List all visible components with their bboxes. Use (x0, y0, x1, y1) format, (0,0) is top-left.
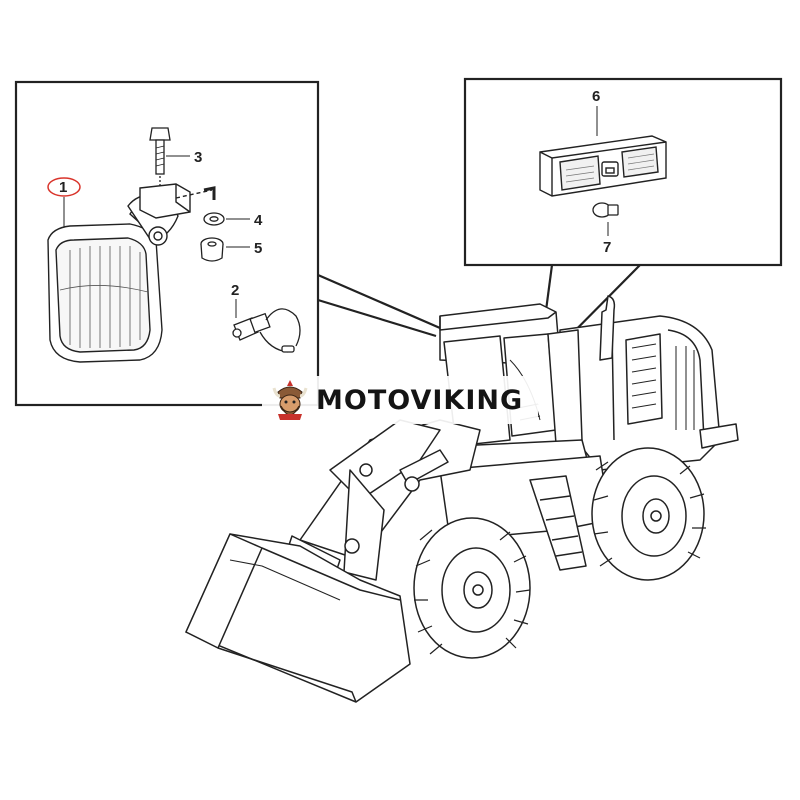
nut (200, 237, 224, 262)
callout-2: 2 (231, 282, 239, 299)
callout-6: 6 (592, 88, 600, 105)
wheel-loader (185, 295, 739, 703)
callout-1: 1 (59, 179, 67, 196)
brand-name: MOTOVIKING (316, 384, 524, 416)
callout-5: 5 (254, 240, 262, 257)
work-lamp (47, 183, 216, 363)
brand-banner: MOTOVIKING (262, 376, 538, 424)
callout-7: 7 (603, 239, 611, 256)
callout-4: 4 (254, 212, 263, 229)
highlight-circle (47, 177, 81, 197)
viking-logo-icon (272, 380, 308, 420)
cab-light-detail-frame (463, 77, 783, 267)
work-lamp-detail-panel (14, 80, 320, 407)
lamp-bulb (232, 308, 301, 353)
cab-interior-light (539, 135, 667, 197)
bolt (149, 127, 171, 186)
cab-light-bulb (592, 202, 619, 218)
washer (203, 212, 225, 226)
callout-3: 3 (194, 149, 202, 166)
work-lamp-detail-frame (14, 80, 320, 407)
